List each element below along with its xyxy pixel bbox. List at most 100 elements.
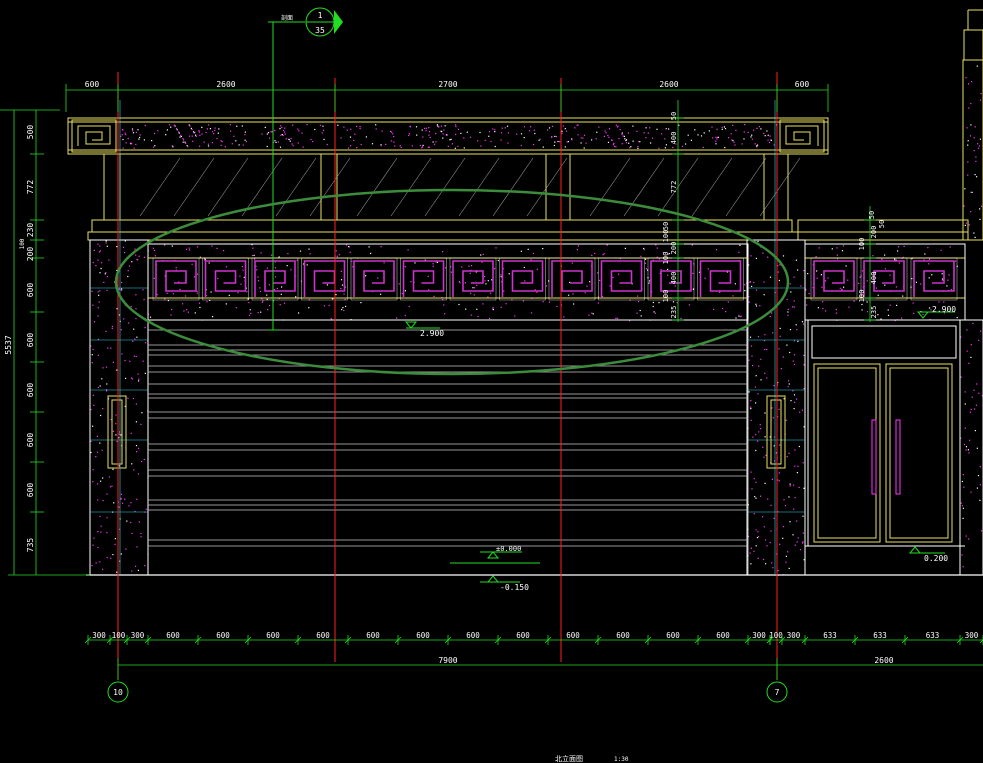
- speckle-dot: [980, 530, 983, 532]
- speckle-dot: [284, 133, 286, 135]
- speckle-dot: [975, 156, 977, 158]
- speckle-dot: [314, 128, 316, 131]
- speckle-dot: [444, 267, 447, 269]
- speckle-dot: [340, 270, 342, 272]
- speckle-dot: [721, 126, 723, 128]
- speckle-dot: [225, 266, 228, 268]
- speckle-dot: [370, 252, 372, 254]
- speckle-dot: [717, 136, 719, 138]
- speckle-dot: [648, 282, 650, 284]
- speckle-dot: [99, 385, 101, 387]
- speckle-dot: [127, 270, 129, 272]
- speckle-dot: [651, 137, 654, 139]
- speckle-dot: [380, 293, 382, 295]
- bottom-dim-tick-mark: [144, 636, 152, 644]
- bottom-dim-label: 300: [92, 631, 106, 640]
- speckle-dot: [151, 140, 153, 142]
- speckle-dot: [734, 283, 736, 285]
- speckle-dot: [308, 299, 310, 301]
- speckle-dot: [798, 445, 800, 448]
- speckle-dot: [207, 145, 210, 147]
- speckle-dot: [638, 300, 640, 303]
- speckle-dot: [217, 132, 219, 134]
- speckle-dot: [771, 407, 773, 409]
- speckle-dot: [125, 142, 127, 144]
- speckle-dot: [391, 131, 393, 133]
- speckle-dot: [93, 249, 95, 251]
- speckle-dot: [716, 138, 718, 140]
- speckle-dot: [584, 292, 586, 294]
- speckle-dot: [144, 327, 146, 329]
- speckle-dot: [95, 456, 97, 458]
- speckle-dot: [444, 313, 446, 315]
- speckle-dot: [866, 280, 868, 282]
- speckle-dot: [292, 145, 294, 147]
- speckle-dot: [750, 408, 752, 410]
- bottom-dim-tick-mark: [778, 636, 786, 644]
- speckle-dot: [182, 141, 184, 143]
- speckle-dot: [126, 520, 128, 522]
- speckle-dot: [199, 306, 201, 309]
- speckle-dot: [960, 502, 962, 504]
- speckle-dot: [143, 299, 145, 301]
- speckle-dot: [586, 285, 588, 287]
- speckle-dot: [716, 136, 718, 139]
- speckle-dot: [135, 355, 137, 358]
- speckle-dot: [971, 396, 973, 398]
- speckle-dot: [777, 570, 779, 572]
- speckle-dot: [674, 316, 676, 318]
- speckle-dot: [530, 259, 532, 261]
- fret-tile: [647, 257, 695, 301]
- bottom-total-chain: [117, 658, 983, 680]
- speckle-dot: [341, 284, 344, 286]
- speckle-dot: [492, 307, 494, 309]
- bottom-dim-tick-mark: [123, 636, 131, 644]
- speckle-dot: [966, 127, 968, 129]
- speckle-dot: [780, 368, 782, 370]
- speckle-dot: [258, 280, 260, 282]
- speckle-dot: [768, 141, 770, 144]
- speckle-dot: [103, 281, 105, 283]
- speckle-dot: [955, 260, 957, 262]
- speckle-dot: [209, 299, 211, 301]
- speckle-dot: [596, 131, 598, 133]
- fret-tile: [810, 257, 858, 301]
- speckle-dot: [786, 456, 788, 458]
- speckle-dot: [667, 274, 669, 276]
- mid-dim-6: 200: [670, 242, 678, 255]
- speckle-dot: [645, 258, 647, 260]
- speckle-dot: [964, 427, 966, 429]
- speckle-dot: [943, 312, 945, 314]
- speckle-dot: [135, 308, 137, 310]
- speckle-dot: [794, 449, 796, 451]
- speckle-dot: [281, 126, 283, 129]
- bottom-dim-label: 600: [216, 631, 230, 640]
- speckle-dot: [218, 128, 220, 130]
- speckle-dot: [245, 141, 247, 143]
- speckle-dot: [243, 276, 245, 278]
- speckle-dot: [650, 142, 652, 144]
- speckle-dot: [580, 137, 582, 139]
- speckle-dot: [337, 124, 339, 126]
- speckle-dot: [142, 360, 144, 362]
- mid-dim-1: 50: [670, 112, 678, 120]
- speckle-dot: [231, 143, 233, 145]
- speckle-dot: [436, 261, 438, 263]
- speckle-dot: [102, 500, 104, 502]
- speckle-dot: [301, 132, 303, 134]
- speckle-dot: [941, 273, 943, 275]
- speckle-dot: [974, 430, 976, 432]
- speckle-dot: [286, 265, 288, 267]
- fret-tile: [860, 257, 908, 301]
- glass-hatch-line: [173, 157, 215, 217]
- speckle-dot: [463, 137, 465, 139]
- speckle-dot: [266, 298, 268, 301]
- speckle-dot: [787, 311, 789, 313]
- speckle-dot: [788, 452, 790, 454]
- speckle-dot: [381, 130, 383, 132]
- speckle-dot: [688, 304, 690, 306]
- mid-dim-3: 772: [670, 181, 678, 194]
- speckle-dot: [236, 125, 238, 127]
- bottom-dim-label: 600: [366, 631, 380, 640]
- glass-hatch-line: [725, 157, 767, 217]
